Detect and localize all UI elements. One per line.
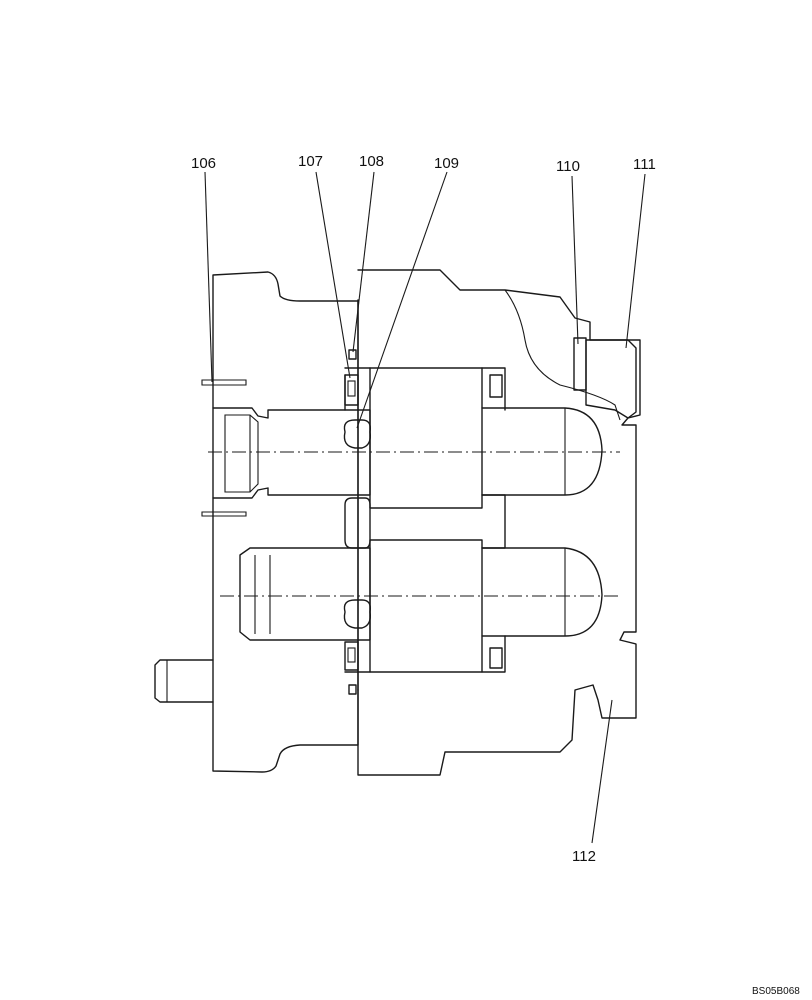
seal-107-lower <box>344 641 359 671</box>
key-109-lower <box>343 599 372 629</box>
plate-110 <box>573 337 587 391</box>
callout-107: 107 <box>298 153 323 170</box>
seal-107-lower-inner <box>347 647 356 663</box>
rear-cover-111 <box>585 339 637 419</box>
gear-mesh-separator <box>344 497 371 549</box>
callout-108: 108 <box>359 153 384 170</box>
upper-shaft-right <box>481 407 603 496</box>
upper-gear <box>369 367 483 509</box>
callout-112: 112 <box>572 848 596 865</box>
seal-107-upper-inner <box>347 380 356 397</box>
upper-bearing-block <box>481 367 506 549</box>
lower-gear <box>369 539 483 673</box>
seal-right-upper <box>489 374 503 398</box>
leader-112 <box>591 699 613 844</box>
upper-shaft-bore <box>212 407 371 499</box>
gear-housing <box>357 269 641 776</box>
leader-111 <box>625 173 646 349</box>
flange-step <box>201 379 247 517</box>
front-cover <box>212 271 359 773</box>
callout-109: 109 <box>434 155 459 172</box>
callout-111: 111 <box>633 156 656 173</box>
leader-107 <box>315 171 351 379</box>
leader-108 <box>352 171 375 353</box>
callout-106: 106 <box>191 155 216 172</box>
callout-110: 110 <box>556 158 580 175</box>
key-109-upper <box>343 419 372 449</box>
ring-108-lower <box>348 684 357 695</box>
housing-flange-line <box>344 367 371 673</box>
lower-bearing-block <box>481 635 506 673</box>
leader-110 <box>571 175 579 345</box>
housing-curve <box>504 289 621 421</box>
leader-109 <box>356 171 448 429</box>
lower-bore-inner <box>254 555 271 634</box>
seal-107-upper <box>344 374 359 406</box>
drawing-code: BS05B068 <box>752 986 800 997</box>
upper-shaft-coupling <box>224 414 259 493</box>
seal-right-lower <box>489 647 503 669</box>
drive-shaft-stub <box>154 659 214 703</box>
lower-shaft-right <box>481 547 603 637</box>
leader-106 <box>204 171 213 383</box>
ring-108-upper <box>348 349 357 360</box>
